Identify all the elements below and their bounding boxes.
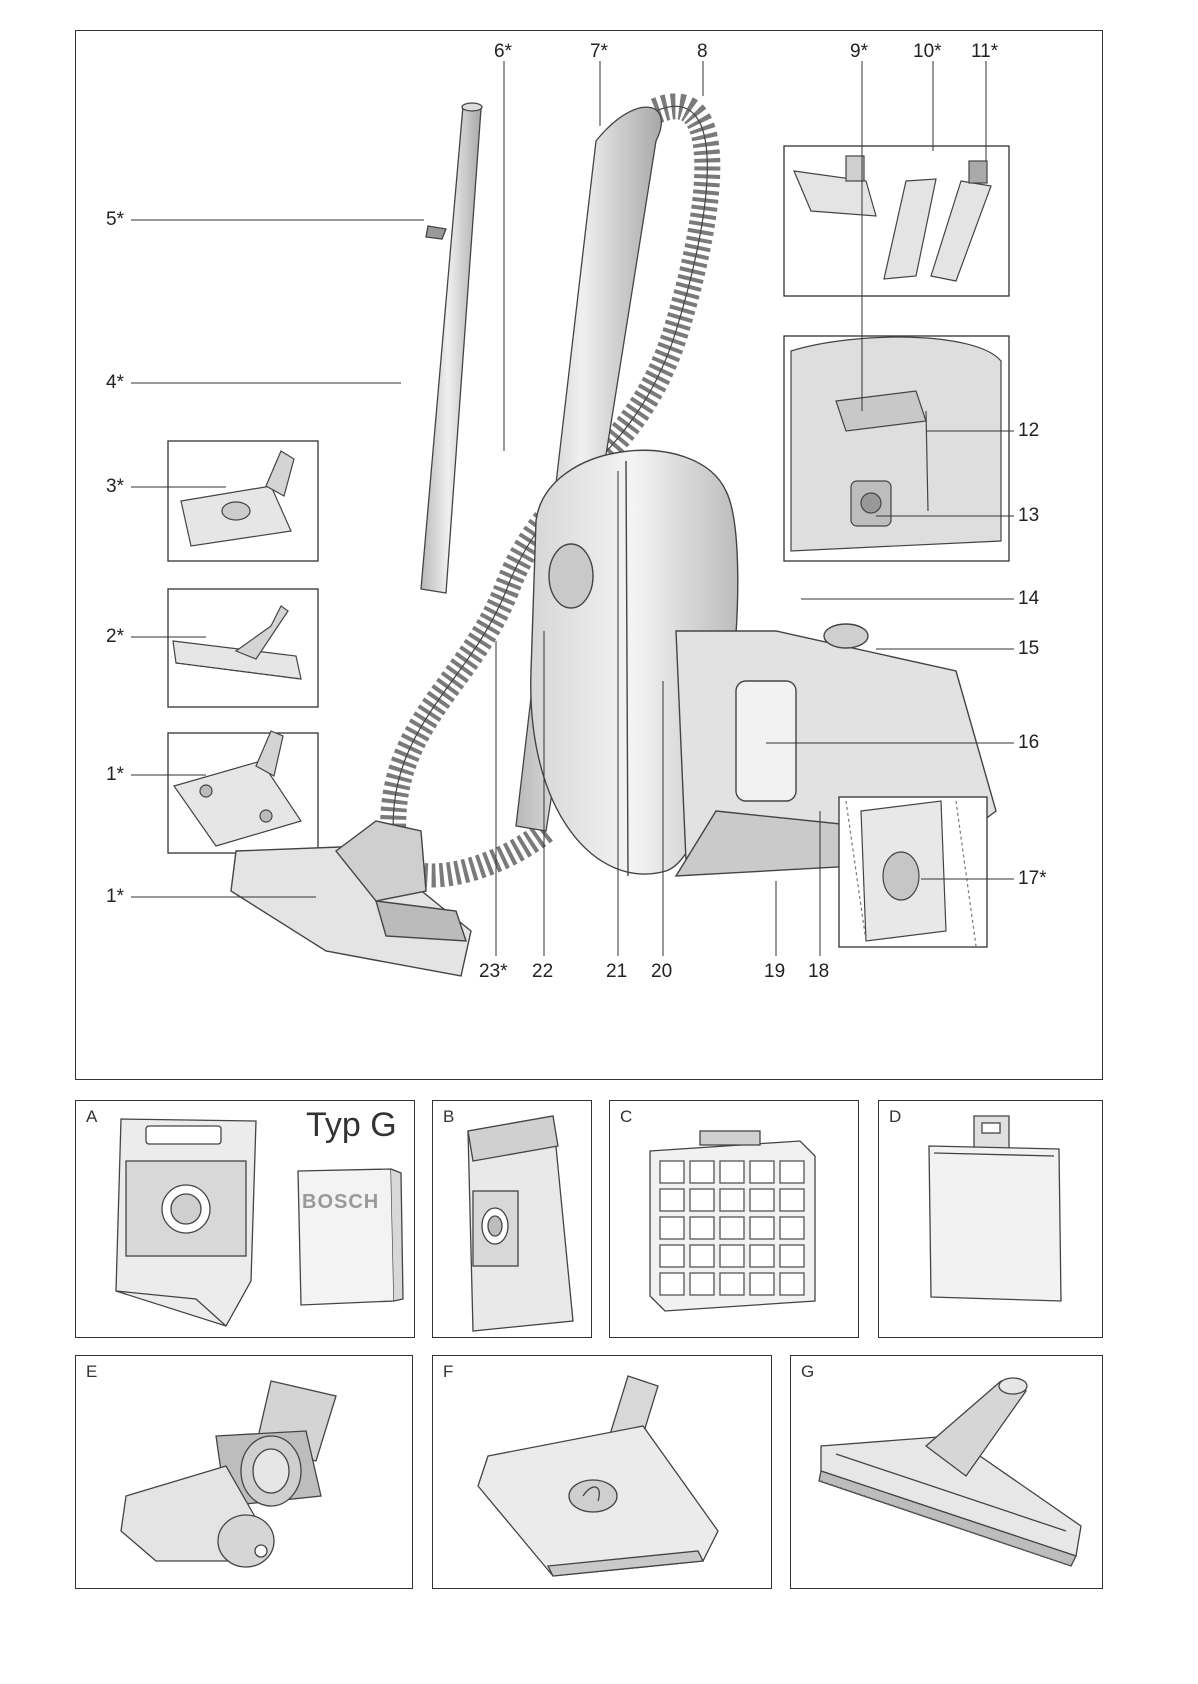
panel-g: G — [790, 1355, 1103, 1589]
callout-23: 23* — [479, 961, 508, 983]
callout-19: 19 — [764, 961, 785, 983]
parquet-nozzle-icon — [174, 731, 301, 846]
dust-bag-box-illustration — [76, 1101, 415, 1338]
callout-10: 10* — [913, 41, 942, 63]
callout-9: 9* — [850, 41, 868, 63]
callout-14: 14 — [1018, 588, 1039, 610]
callout-13: 13 — [1018, 505, 1039, 527]
body-detail-icon — [791, 337, 1001, 551]
motor-filter-illustration — [879, 1101, 1103, 1338]
callout-4: 4* — [106, 372, 124, 394]
vacuum-cleaner-illustration — [76, 31, 1104, 1081]
callout-18: 18 — [808, 961, 829, 983]
floor-brush-icon — [231, 821, 471, 976]
callout-1-small: 1* — [106, 764, 124, 786]
callout-12: 12 — [1018, 420, 1039, 442]
turbo-brush-illustration — [433, 1356, 772, 1589]
turbo-brush-icon — [181, 451, 294, 546]
callout-15: 15 — [1018, 638, 1039, 660]
mini-turbo-brush-illustration — [76, 1356, 413, 1589]
callout-21: 21 — [606, 961, 627, 983]
panel-c: C — [609, 1100, 859, 1338]
callout-16: 16 — [1018, 732, 1039, 754]
callout-20: 20 — [651, 961, 672, 983]
callout-7: 7* — [590, 41, 608, 63]
callout-11: 11* — [971, 41, 998, 63]
hepa-filter-illustration — [610, 1101, 859, 1338]
panel-b: B — [432, 1100, 592, 1338]
panel-f: F — [432, 1355, 772, 1589]
main-diagram-frame: 5* 4* 3* 2* 1* 1* 6* 7* 8 9* 10* 11* 12 … — [75, 30, 1103, 1080]
callout-5: 5* — [106, 209, 124, 231]
callout-8: 8 — [697, 41, 708, 63]
floor-nozzle-icon — [173, 606, 301, 679]
callout-3: 3* — [106, 476, 124, 498]
callout-22: 22 — [532, 961, 553, 983]
callout-17: 17* — [1018, 868, 1047, 890]
callout-2: 2* — [106, 626, 124, 648]
panel-e: E — [75, 1355, 413, 1589]
callout-1-large: 1* — [106, 886, 124, 908]
callout-6: 6* — [494, 41, 512, 63]
telescopic-tube-icon — [421, 103, 482, 593]
parquet-brush-illustration — [791, 1356, 1103, 1589]
paper-bag-illustration — [433, 1101, 592, 1338]
panel-d: D — [878, 1100, 1103, 1338]
box-brand-text: BOSCH — [302, 1191, 379, 1214]
panel-a: A Typ G BOSCH — [75, 1100, 415, 1338]
